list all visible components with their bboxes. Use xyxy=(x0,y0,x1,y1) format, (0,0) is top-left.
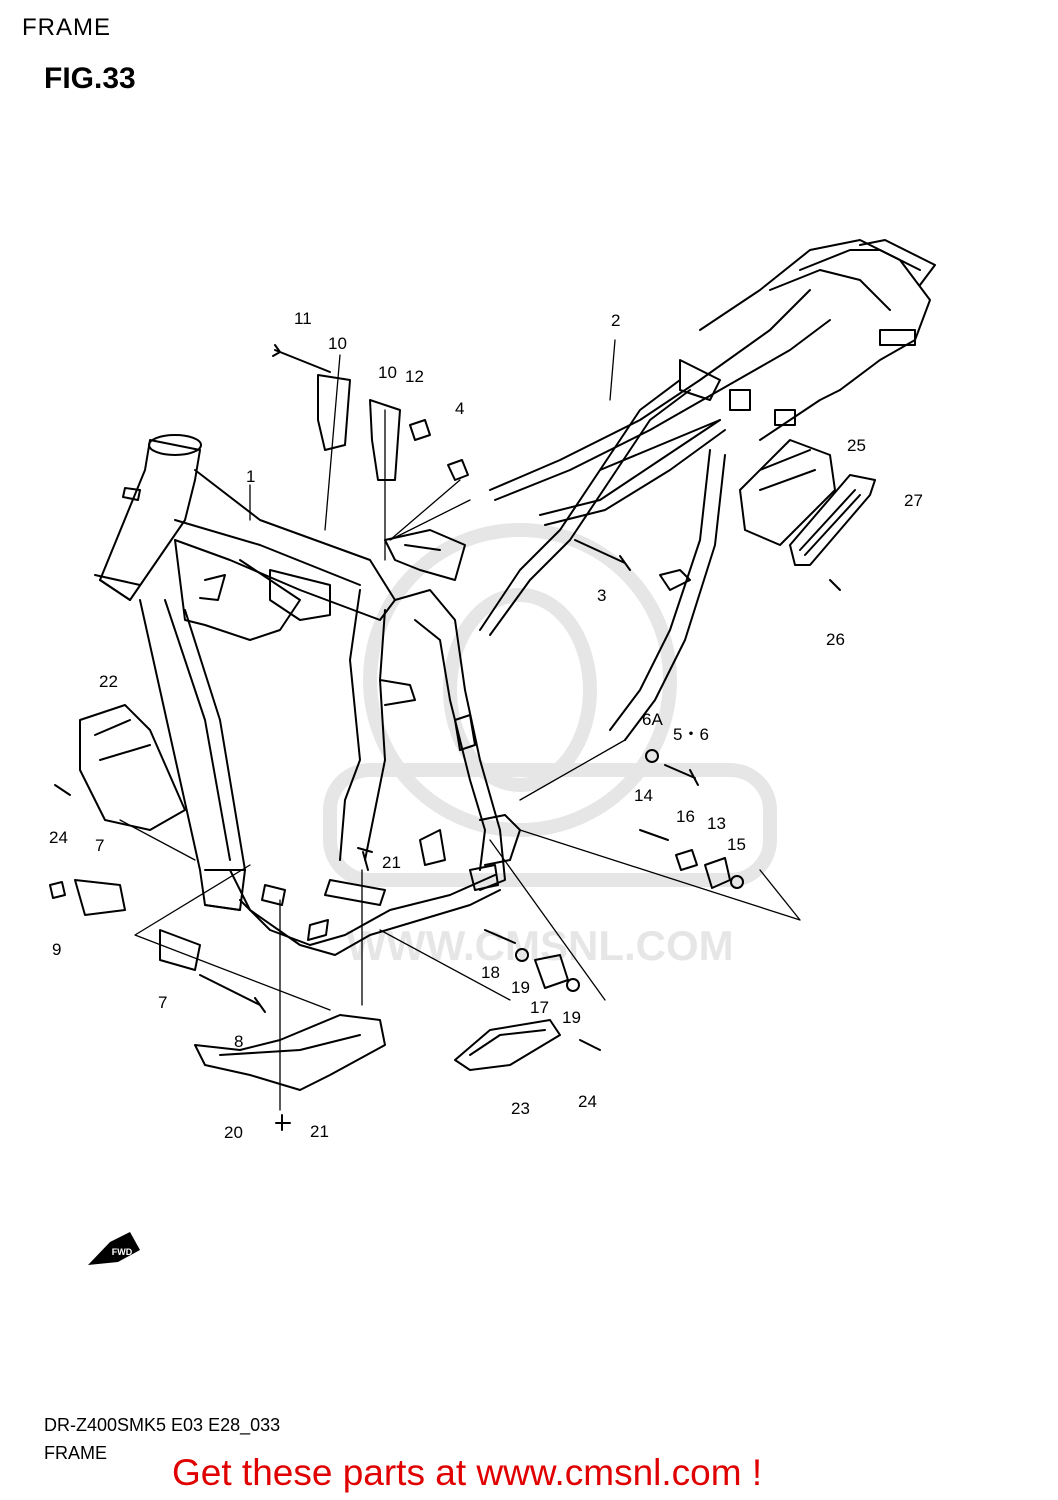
bolt-21a xyxy=(357,847,373,871)
cover-23 xyxy=(454,1019,561,1071)
bolt-24a xyxy=(54,784,71,796)
rear-downtube xyxy=(339,589,361,861)
collar-16 xyxy=(675,849,698,871)
skid-plate-20 xyxy=(194,1014,386,1091)
plate-7b xyxy=(159,929,201,971)
callout-12: 12 xyxy=(405,367,424,386)
front-downtube xyxy=(139,599,246,911)
callout-22: 22 xyxy=(99,672,118,691)
head-tube xyxy=(99,439,201,601)
bolt-5-6 xyxy=(664,764,699,786)
callout-3: 3 xyxy=(597,586,606,605)
section-label: FRAME xyxy=(22,14,111,41)
bottom-cradle xyxy=(229,869,501,956)
subframe-lower-rail xyxy=(479,379,681,631)
callout-6a: 6A xyxy=(642,710,663,729)
subframe-rear-strut xyxy=(609,449,711,731)
fwd-badge-text: FWD xyxy=(112,1247,133,1257)
callout-19b: 19 xyxy=(562,1008,581,1027)
bolt-18 xyxy=(484,929,516,944)
bracket-10a xyxy=(317,374,351,451)
callout-2: 2 xyxy=(611,311,620,330)
fwd-arrow-icon: FWD xyxy=(88,1232,140,1265)
callout-7b: 7 xyxy=(158,993,167,1012)
callout-15: 15 xyxy=(727,835,746,854)
bolt-24b xyxy=(579,1039,601,1051)
callout-8: 8 xyxy=(234,1032,243,1051)
bushing-13 xyxy=(704,857,731,889)
bolt-11 xyxy=(272,344,331,373)
bracket-10b xyxy=(369,399,401,481)
figure-title: FIG.33 xyxy=(44,62,136,95)
bolt-3 xyxy=(574,539,631,571)
callout-24b: 24 xyxy=(578,1092,597,1111)
footer-section-name: FRAME xyxy=(44,1443,107,1463)
bolt-8 xyxy=(199,974,266,1013)
washer-6a xyxy=(645,749,659,763)
ecu-unit xyxy=(789,474,876,566)
main-frame-spine xyxy=(174,469,396,621)
subframe-upper-rail xyxy=(489,289,811,491)
callout-17: 17 xyxy=(530,998,549,1017)
callout-26: 26 xyxy=(826,630,845,649)
callout-21b: 21 xyxy=(310,1122,329,1141)
seat-bracket xyxy=(384,529,466,581)
callout-7a: 7 xyxy=(95,836,104,855)
callout-23: 23 xyxy=(511,1099,530,1118)
callout-labels: 1 2 3 4 5・6 6A 7 7 8 9 10 10 11 12 13 14… xyxy=(49,309,923,1142)
washer-19a xyxy=(515,948,529,962)
bushing-17 xyxy=(534,954,569,989)
plate-7a xyxy=(74,879,126,916)
washer-15 xyxy=(730,875,744,889)
nut-12 xyxy=(409,419,431,441)
nut-9 xyxy=(49,881,66,899)
watermark-text: WWW.CMSNL.COM xyxy=(346,922,733,969)
model-code: DR-Z400SMK5 E03 E28_033 xyxy=(44,1415,281,1435)
callout-11: 11 xyxy=(294,309,312,328)
callout-18: 18 xyxy=(481,963,500,982)
callout-21a: 21 xyxy=(382,853,401,872)
callout-9: 9 xyxy=(52,940,61,959)
callout-1: 1 xyxy=(246,467,255,486)
callout-4: 4 xyxy=(455,399,464,418)
callout-24a: 24 xyxy=(49,828,68,847)
promo-link[interactable]: Get these parts at www.cmsnl.com ! xyxy=(172,1452,763,1493)
callout-16: 16 xyxy=(676,807,695,826)
callout-27: 27 xyxy=(904,491,923,510)
bolt-21b xyxy=(275,1114,291,1131)
bolt-14 xyxy=(639,829,669,841)
callout-10b: 10 xyxy=(378,363,397,382)
callout-25: 25 xyxy=(847,436,866,455)
washer-19b xyxy=(566,978,580,992)
watermark-logo xyxy=(323,523,777,887)
callout-20: 20 xyxy=(224,1123,243,1142)
callout-14: 14 xyxy=(634,786,653,805)
bolt-26 xyxy=(829,579,841,591)
ecu-holder xyxy=(739,439,836,546)
callout-13: 13 xyxy=(707,814,726,833)
frame-linework xyxy=(49,239,936,1131)
guard-22 xyxy=(79,704,186,831)
callout-5-6: 5・6 xyxy=(673,725,709,744)
nut-4 xyxy=(447,459,469,481)
callout-10a: 10 xyxy=(328,334,347,353)
callout-19a: 19 xyxy=(511,978,530,997)
